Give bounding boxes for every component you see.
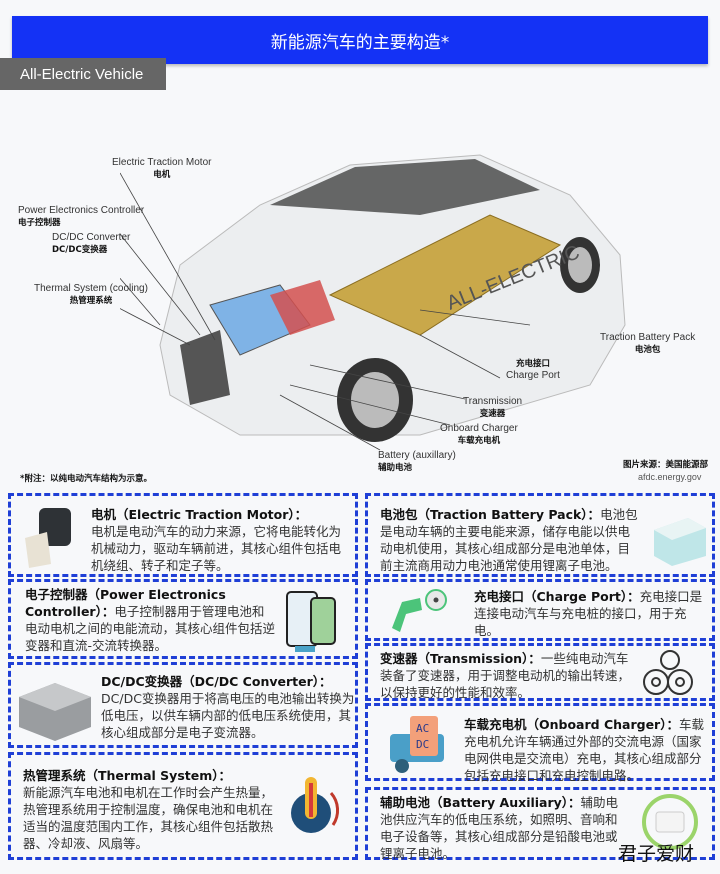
card-thermal-system: 热管理系统（Thermal System）： 新能源汽车电池和电机在工作时会产生热… bbox=[8, 752, 358, 860]
card-body: 充电接口是连接电动汽车与充电桩的接口，用于充电。 bbox=[474, 589, 703, 638]
card-body: 一些纯电动汽车装备了变速器，用于调整电动机的输出转速，以保持更好的性能和效率。 bbox=[380, 651, 631, 700]
image-source: 图片来源：美国能源部 bbox=[623, 460, 709, 470]
card-title: 车载充电机（Onboard Charger）： bbox=[464, 717, 679, 732]
card-title: 变速器（Transmission）： bbox=[380, 651, 541, 666]
card-title: 热管理系统（Thermal System）： bbox=[23, 768, 231, 783]
card-power-electronics-controller: 电子控制器（Power Electronics Controller）：电子控制… bbox=[8, 579, 358, 659]
footnote: *附注：以纯电动汽车结构为示意。 bbox=[20, 474, 152, 484]
watermark-text: 君子爱财 bbox=[617, 843, 694, 865]
card-title: 电机（Electric Traction Motor）： bbox=[91, 507, 308, 522]
card-title: 辅助电池（Battery Auxiliary）： bbox=[380, 795, 581, 810]
motor-icon bbox=[25, 508, 71, 568]
thermometer-gear-icon bbox=[291, 777, 340, 833]
card-body: 电机是电动汽车的动力来源，它将电能转化为机械动力，驱动车辆前进，其核心组件包括电… bbox=[91, 524, 342, 573]
card-auxiliary-battery: 辅助电池（Battery Auxiliary）：辅助电池供应汽车的低电压系统，如… bbox=[365, 787, 715, 861]
card-body: 新能源汽车电池和电机在工作时会产生热量，热管理系统用于控制温度，确保电池和电机在… bbox=[23, 785, 274, 851]
card-title: DC/DC变换器（DC/DC Converter）： bbox=[101, 674, 332, 689]
battery-pack-icon bbox=[654, 518, 706, 566]
card-title: 电池包（Traction Battery Pack）： bbox=[380, 507, 601, 522]
card-body: 辅助电池供应汽车的低电压系统，如照明、音响和电子设备等，其核心组成部分是铅酸电池… bbox=[380, 795, 619, 861]
card-onboard-charger: AC DC 车载充电机（Onboard Charger）：车载充电机允许车辆通过外… bbox=[365, 703, 715, 783]
label-thermal: Thermal System (cooling)热管理系统 bbox=[34, 283, 148, 306]
card-title: 电子控制器（Power Electronics Controller）： bbox=[25, 587, 226, 619]
card-electric-motor: 电机（Electric Traction Motor）： 电机是电动汽车的动力来源… bbox=[8, 493, 358, 577]
card-body: 电子控制器用于管理电池和电动电机之间的电能流动，其核心组件包括逆变器和直流-交流… bbox=[25, 604, 276, 653]
charging-plug-icon bbox=[392, 589, 447, 632]
car-cutaway-illustration: ALL-ELECTRIC bbox=[120, 154, 626, 451]
card-transmission: 变速器（Transmission）：一些纯电动汽车装备了变速器，用于调整电动机的… bbox=[365, 643, 715, 701]
card-charge-port: 充电接口（Charge Port）：充电接口是连接电动汽车与充电桩的接口，用于充… bbox=[365, 579, 715, 641]
battery-recycle-icon bbox=[642, 794, 698, 850]
card-title: 充电接口（Charge Port）： bbox=[474, 589, 640, 604]
vehicle-type-tag: All-Electric Vehicle bbox=[0, 58, 166, 90]
card-body: 车载充电机允许车辆通过外部的交流电源（国家电网供电是交流电）充电，其核心组成部分… bbox=[464, 717, 704, 783]
acdc-charger-icon: AC DC bbox=[390, 716, 444, 773]
image-source-url: afdc.energy.gov bbox=[638, 472, 702, 482]
label-aux-battery: Battery (auxillary)辅助电池 bbox=[378, 450, 456, 473]
gears-icon bbox=[643, 650, 693, 695]
card-traction-battery-pack: 电池包（Traction Battery Pack）：电池包是电动车辆的主要电能… bbox=[365, 493, 715, 577]
card-body: 电池包是电动车辆的主要电能来源，储存电能以供电动电机使用，其核心组成部分是电池单… bbox=[380, 507, 638, 573]
page-title: 新能源汽车的主要构造* bbox=[12, 16, 708, 64]
card-body: DC/DC变换器用于将高电压的电池输出转换为低电压，以供车辆内部的低电压系统使用… bbox=[101, 691, 355, 740]
card-dcdc-converter: DC/DC变换器（DC/DC Converter）： DC/DC变换器用于将高电压… bbox=[8, 662, 358, 748]
controller-icon bbox=[286, 591, 336, 652]
converter-box-icon bbox=[19, 683, 91, 741]
ac-text: AC bbox=[416, 722, 429, 735]
dc-text: DC bbox=[416, 738, 429, 751]
